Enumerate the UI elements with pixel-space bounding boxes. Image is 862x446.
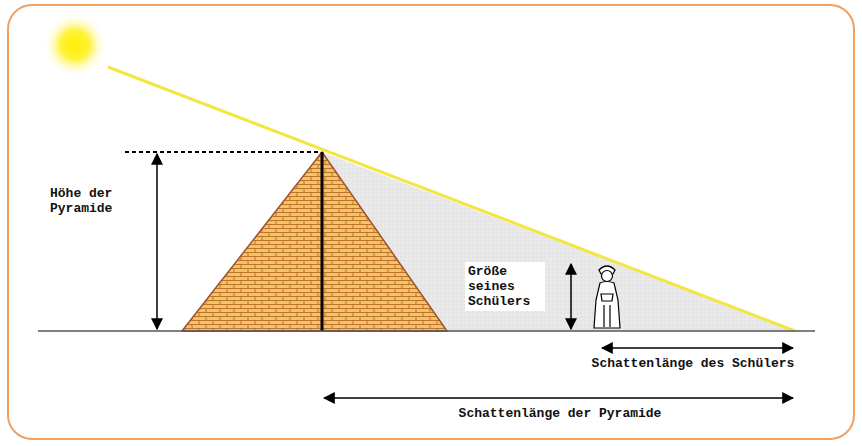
ground-line [38, 330, 815, 332]
sun [43, 13, 107, 77]
height-arrow [156, 154, 158, 329]
student-shadow [520, 262, 795, 331]
dimension-label: Größe seines Schülers [465, 262, 545, 311]
student-figure [594, 266, 620, 328]
shadow-label: Schattenlänge des Schülers [592, 356, 795, 371]
student-height-arrow [570, 264, 572, 329]
shadow-label: Schattenlänge der Pyramide [459, 406, 662, 421]
frame [8, 5, 854, 439]
height-guide [125, 151, 320, 153]
dimension-label: Höhe der Pyramide [50, 186, 128, 216]
pyramid [182, 152, 447, 331]
student-shadow-arrow [602, 347, 793, 349]
sun-ray [108, 67, 795, 331]
pyramid-shadow-arrow [324, 397, 793, 399]
pyramid-height-line [321, 152, 324, 331]
